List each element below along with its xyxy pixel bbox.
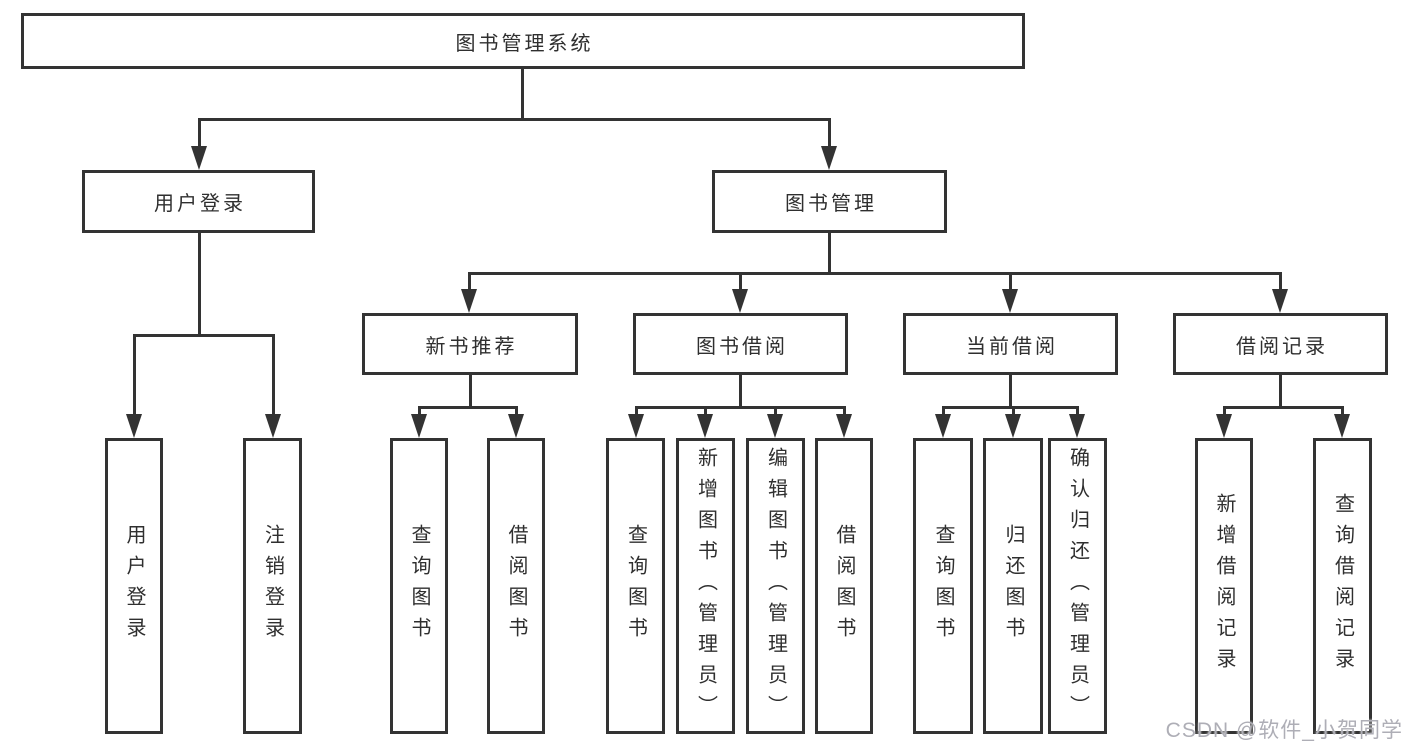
node-label: 注销登录: [261, 524, 284, 648]
connector-line: [942, 406, 1078, 409]
connector-line: [133, 334, 136, 418]
node-edit-book-admin: 编辑图书（管理员）: [746, 438, 805, 734]
node-add-book-admin: 新增图书（管理员）: [676, 438, 735, 734]
arrow-down-icon: [836, 414, 852, 438]
node-label: 新增图书（管理员）: [694, 446, 717, 726]
connector-line: [1279, 375, 1282, 409]
arrow-down-icon: [1002, 289, 1018, 313]
connector-line: [468, 272, 471, 294]
connector-line: [704, 406, 707, 418]
connector-line: [469, 375, 472, 409]
node-label: 编辑图书（管理员）: [764, 446, 787, 726]
node-label: 查询图书: [932, 524, 954, 648]
connector-line: [198, 118, 201, 152]
arrow-down-icon: [767, 414, 783, 438]
arrow-down-icon: [1272, 289, 1288, 313]
arrow-down-icon: [732, 289, 748, 313]
node-label: 图书借阅: [696, 335, 788, 358]
node-label: 借阅图书: [505, 524, 527, 648]
node-query-books-borrow: 查询图书: [606, 438, 665, 734]
node-query-books-current: 查询图书: [913, 438, 973, 734]
arrow-down-icon: [1334, 414, 1350, 438]
node-query-borrow-record: 查询借阅记录: [1313, 438, 1372, 734]
node-label: 当前借阅: [966, 335, 1058, 358]
connector-line: [739, 272, 742, 294]
connector-line: [515, 406, 518, 418]
connector-line: [1076, 406, 1079, 418]
connector-line: [942, 406, 945, 418]
node-return-book: 归还图书: [983, 438, 1043, 734]
connector-line: [198, 233, 201, 336]
connector-line: [521, 69, 524, 120]
connector-line: [828, 118, 831, 152]
node-new-book-recommend: 新书推荐: [362, 313, 578, 375]
node-label: 新增借阅记录: [1213, 493, 1235, 679]
node-label: 用户登录: [154, 193, 246, 215]
node-label: 确认归还（管理员）: [1066, 446, 1089, 726]
connector-line: [198, 118, 831, 121]
node-query-books-recommend: 查询图书: [390, 438, 448, 734]
connector-line: [635, 406, 845, 409]
node-confirm-return-admin: 确认归还（管理员）: [1048, 438, 1107, 734]
node-label: 查询借阅记录: [1331, 493, 1354, 679]
connector-line: [1009, 272, 1012, 294]
connector-line: [133, 334, 274, 337]
arrow-down-icon: [411, 414, 427, 438]
node-library-system: 图书管理系统: [21, 13, 1025, 69]
connector-line: [468, 272, 1281, 275]
node-label: 用户登录: [123, 524, 145, 648]
connector-line: [739, 375, 742, 409]
node-label: 归还图书: [1002, 524, 1024, 648]
arrow-down-icon: [1069, 414, 1085, 438]
connector-line: [1012, 406, 1015, 418]
arrow-down-icon: [265, 414, 281, 438]
arrow-down-icon: [1005, 414, 1021, 438]
connector-line: [635, 406, 638, 418]
node-label: 新书推荐: [425, 335, 518, 358]
connector-line: [828, 233, 831, 274]
arrow-down-icon: [461, 289, 477, 313]
connector-line: [1223, 406, 1343, 409]
arrow-down-icon: [697, 414, 713, 438]
node-label: 图书管理: [785, 193, 877, 215]
node-borrow-books-leaf: 借阅图书: [815, 438, 873, 734]
arrow-down-icon: [126, 414, 142, 438]
node-current-borrow: 当前借阅: [903, 313, 1118, 375]
arrow-down-icon: [628, 414, 644, 438]
node-label: 借阅记录: [1236, 335, 1328, 358]
connector-line: [774, 406, 777, 418]
arrow-down-icon: [1216, 414, 1232, 438]
node-borrow-books-recommend: 借阅图书: [487, 438, 545, 734]
connector-line: [272, 334, 275, 418]
connector-line: [418, 406, 518, 409]
node-label: 查询图书: [408, 524, 430, 648]
node-borrow-records: 借阅记录: [1173, 313, 1388, 375]
arrow-down-icon: [508, 414, 524, 438]
node-user-login: 用户登录: [82, 170, 315, 233]
connector-line: [1341, 406, 1344, 418]
node-add-borrow-record: 新增借阅记录: [1195, 438, 1253, 734]
arrow-down-icon: [821, 146, 837, 170]
connector-line: [843, 406, 846, 418]
node-book-management: 图书管理: [712, 170, 947, 233]
watermark-text: CSDN @软件_小贺同学: [1165, 719, 1403, 742]
node-user-login-leaf: 用户登录: [105, 438, 163, 734]
connector-line: [1223, 406, 1226, 418]
node-label: 图书管理系统: [455, 32, 594, 55]
arrow-down-icon: [935, 414, 951, 438]
connector-line: [1279, 272, 1282, 294]
node-logout: 注销登录: [243, 438, 302, 734]
connector-line: [418, 406, 421, 418]
node-book-borrow: 图书借阅: [633, 313, 848, 375]
node-label: 借阅图书: [833, 524, 855, 648]
arrow-down-icon: [191, 146, 207, 170]
node-label: 查询图书: [624, 524, 647, 648]
connector-line: [1009, 375, 1012, 409]
